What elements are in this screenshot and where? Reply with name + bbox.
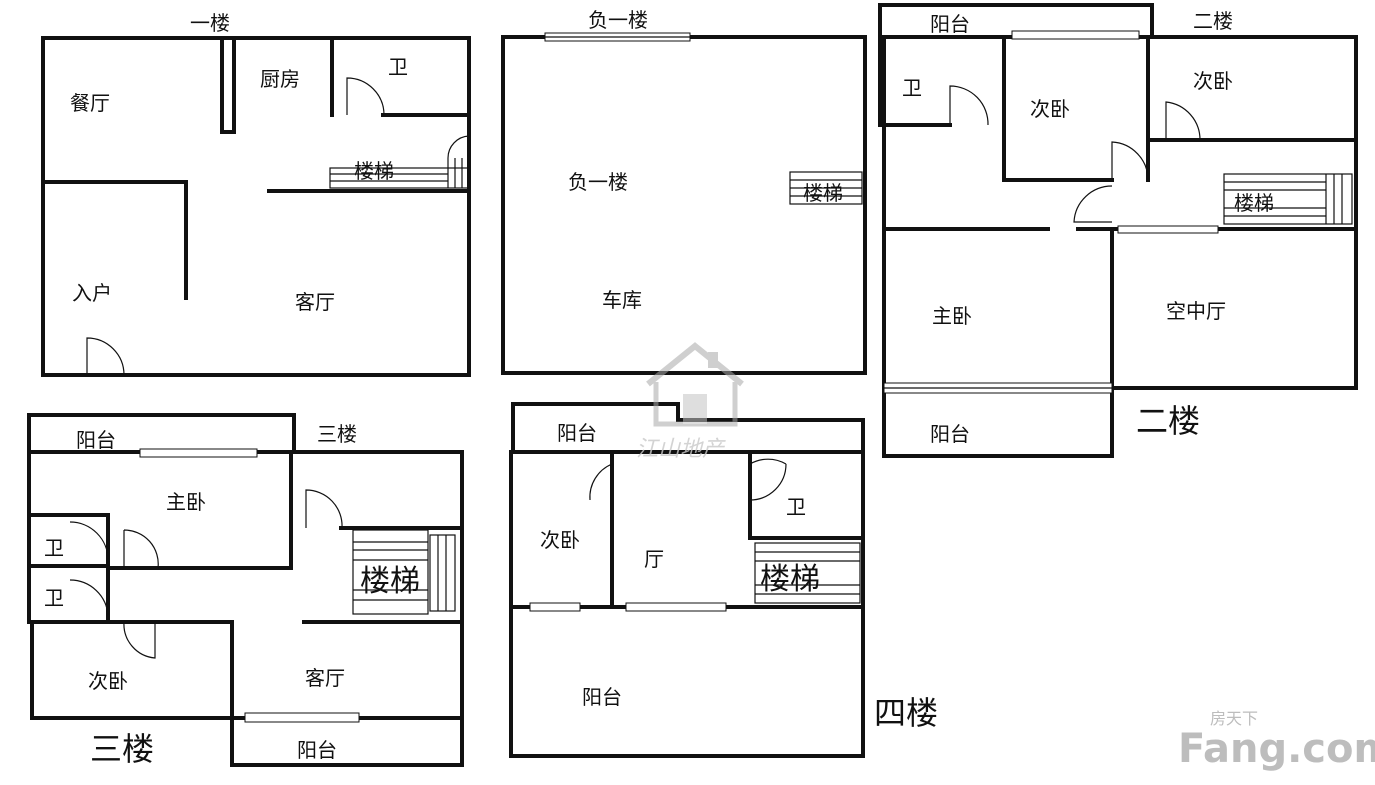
room-balcony-bottom: 阳台 [930, 422, 970, 446]
fang-logo: 房天下 Fang.com [1178, 709, 1375, 772]
room-living: 客厅 [295, 290, 335, 314]
room-dining: 餐厅 [70, 91, 110, 115]
room-basement: 负一楼 [568, 170, 628, 194]
floor-b1-header: 负一楼 [588, 8, 648, 32]
room-balcony-bottom: 阳台 [297, 738, 337, 762]
room-stairs: 楼梯 [360, 564, 420, 599]
room-balcony-top: 阳台 [76, 428, 116, 452]
room-stairs: 楼梯 [354, 159, 394, 183]
room-wc: 卫 [388, 55, 408, 79]
floor-3-title: 三楼 [90, 730, 154, 768]
house-watermark-icon [646, 342, 744, 427]
svg-text:房天下: 房天下 [1210, 709, 1258, 728]
floor-3-header: 三楼 [317, 422, 357, 446]
room-balcony-bottom: 阳台 [582, 685, 622, 709]
floor-1-header: 一楼 [190, 11, 230, 35]
room-master: 主卧 [166, 490, 206, 514]
floor-1-plan [41, 36, 471, 377]
floor-4-plan [509, 402, 865, 758]
floor-3-plan [27, 413, 464, 767]
room-stairs: 楼梯 [760, 562, 820, 597]
svg-text:Fang.com: Fang.com [1178, 726, 1375, 772]
room-wc: 卫 [786, 495, 806, 519]
floor-2-plan [878, 3, 1358, 458]
room-wc: 卫 [902, 76, 922, 100]
room-bedroom-a: 次卧 [1030, 97, 1070, 121]
floor-4-title: 四楼 [874, 694, 938, 732]
room-sky-hall: 空中厅 [1166, 299, 1226, 323]
room-master: 主卧 [932, 304, 972, 328]
room-stairs: 楼梯 [1234, 191, 1274, 215]
room-bedroom: 次卧 [540, 528, 580, 552]
floor-b1-plan [501, 32, 867, 375]
floor-2-title: 二楼 [1136, 402, 1200, 440]
room-entry: 入户 [72, 281, 112, 305]
watermark-text: 江山地产 [636, 437, 726, 462]
room-living: 客厅 [305, 666, 345, 690]
room-hall: 厅 [644, 547, 664, 571]
room-wc-2: 卫 [44, 586, 64, 610]
room-balcony-top: 阳台 [930, 12, 970, 36]
room-garage: 车库 [602, 288, 642, 312]
room-bedroom: 次卧 [88, 669, 128, 693]
room-bedroom-b: 次卧 [1193, 69, 1233, 93]
room-stairs: 楼梯 [803, 181, 843, 205]
room-balcony-top: 阳台 [557, 421, 597, 445]
room-wc-1: 卫 [44, 536, 64, 560]
floor-2-header: 二楼 [1193, 9, 1233, 33]
room-kitchen: 厨房 [260, 67, 300, 91]
